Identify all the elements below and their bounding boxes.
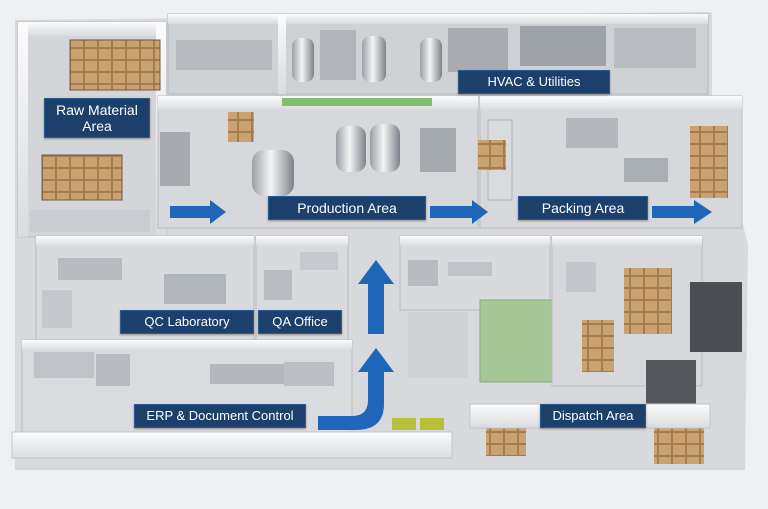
flow-arrow-1 xyxy=(170,200,226,224)
hvac-utilities-label: HVAC & Utilities xyxy=(458,70,610,94)
flow-arrow-4 xyxy=(358,260,394,334)
dispatch-room xyxy=(486,235,742,464)
packing-area-label: Packing Area xyxy=(518,196,648,220)
center-lab-room xyxy=(399,235,561,383)
flow-arrows xyxy=(170,200,712,430)
dispatch-area-label: Dispatch Area xyxy=(540,404,646,428)
hvac-room xyxy=(167,13,709,95)
flow-arrow-3 xyxy=(652,200,712,224)
flow-arrow-2 xyxy=(430,200,488,224)
flow-arrow-5 xyxy=(318,348,394,430)
erp-document-control-label: ERP & Document Control xyxy=(134,404,306,428)
production-area-label: Production Area xyxy=(268,196,426,220)
raw-material-area-label: Raw Material Area xyxy=(44,98,150,138)
qc-laboratory-label: QC Laboratory xyxy=(120,310,254,334)
qa-office-label: QA Office xyxy=(258,310,342,334)
